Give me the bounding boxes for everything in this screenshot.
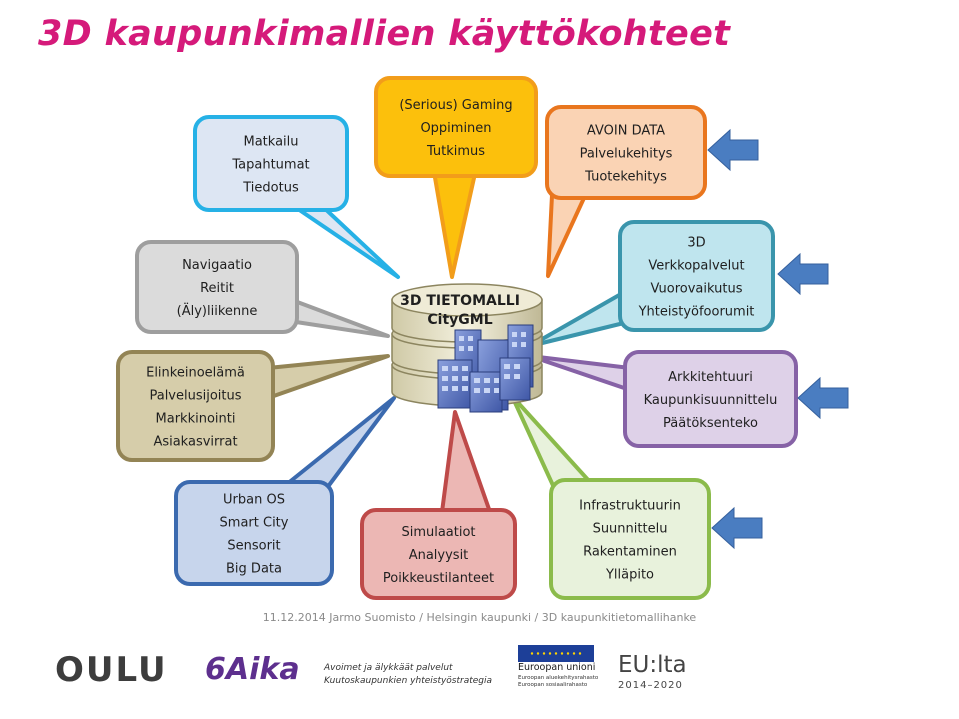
bubble-box bbox=[623, 350, 798, 448]
bubble-line: Verkkopalvelut bbox=[648, 259, 744, 274]
eu-fund-2: Euroopan sosiaalirahasto bbox=[518, 682, 588, 688]
left-arrow-icon bbox=[711, 506, 763, 550]
six-aika-logo: 6Aika bbox=[205, 652, 300, 687]
bubble-line: Smart City bbox=[220, 516, 289, 531]
bubble-line: Sensorit bbox=[227, 539, 280, 554]
bubble-tail bbox=[528, 288, 630, 348]
eu-flag-icon bbox=[518, 645, 594, 662]
arrow-avoin-data bbox=[707, 128, 759, 172]
arrow-infrastruktuuri bbox=[711, 506, 763, 550]
bubble-box bbox=[360, 508, 517, 600]
bubble-line: Poikkeustilanteet bbox=[383, 571, 494, 586]
bubble-line: Tuotekehitys bbox=[584, 170, 667, 185]
tagline-line-2: Kuutoskaupunkien yhteistyöstrategia bbox=[324, 676, 493, 686]
left-arrow-icon bbox=[707, 128, 759, 172]
bubble-line: (Äly)liikenne bbox=[177, 303, 258, 319]
bubble-line: (Serious) Gaming bbox=[399, 98, 512, 113]
bubble-line: Päätöksenteko bbox=[663, 416, 758, 431]
bubble-line: Elinkeinoelämä bbox=[146, 366, 245, 381]
bubble-box bbox=[549, 478, 711, 600]
bubble-line: AVOIN DATA bbox=[587, 124, 665, 139]
bubble-box bbox=[116, 350, 275, 462]
bubble-box bbox=[618, 220, 775, 332]
bubble-tail bbox=[510, 394, 592, 494]
bubble-tail bbox=[528, 354, 632, 392]
bubble-box bbox=[545, 105, 707, 200]
bubble-line: Palvelusijoitus bbox=[149, 389, 241, 404]
bubble-line: Simulaatiot bbox=[401, 525, 475, 540]
bubble-box bbox=[193, 115, 349, 212]
bubble-line: Infrastruktuurin bbox=[579, 499, 681, 514]
bubble-line: Kaupunkisuunnittelu bbox=[644, 393, 778, 408]
bubble-line: Big Data bbox=[226, 562, 282, 577]
footer-caption: 11.12.2014 Jarmo Suomisto / Helsingin ka… bbox=[262, 611, 697, 624]
bubble-line: 3D bbox=[687, 236, 705, 251]
bubble-line: Suunnittelu bbox=[593, 522, 668, 537]
center-subtitle: CityGML bbox=[427, 312, 492, 328]
bubble-tail bbox=[266, 354, 390, 400]
bubble-line: Ylläpito bbox=[605, 568, 654, 583]
oulu-logo: OULU bbox=[55, 650, 168, 690]
eu-fund-1: Euroopan aluekehitysrahasto bbox=[518, 675, 599, 681]
bubble-line: Reitit bbox=[200, 281, 234, 296]
eulta-logo: EU:lta bbox=[618, 652, 687, 678]
eu-name: Euroopan unioni bbox=[518, 662, 596, 673]
arrow-arkkitehtuuri bbox=[797, 376, 849, 420]
page-title: 3D kaupunkimallien käyttökohteet bbox=[38, 14, 731, 54]
bubble-line: Urban OS bbox=[223, 493, 285, 508]
bubble-line: Tiedotus bbox=[242, 181, 299, 196]
bubble-line: Analyysit bbox=[409, 548, 469, 563]
six-aika-tagline: Avoimet ja älykkäät palvelut Kuutoskaupu… bbox=[324, 662, 492, 688]
bubble-line: Oppiminen bbox=[420, 121, 491, 136]
bubble-tail bbox=[290, 298, 390, 338]
bubble-line: Tapahtumat bbox=[231, 158, 309, 173]
bubble-box bbox=[374, 76, 538, 178]
bubble-line: Yhteistyöfoorumit bbox=[638, 305, 755, 320]
tagline-line-1: Avoimet ja älykkäät palvelut bbox=[324, 663, 453, 673]
bubble-box bbox=[174, 480, 334, 586]
bubble-line: Arkkitehtuuri bbox=[668, 370, 753, 385]
bubble-line: Palvelukehitys bbox=[580, 147, 673, 162]
bubble-tail bbox=[440, 410, 492, 514]
bubble-line: Vuorovaikutus bbox=[651, 282, 743, 297]
bubble-box bbox=[135, 240, 299, 334]
arrow-verkkopalvelut bbox=[777, 252, 829, 296]
city-buildings-icon bbox=[437, 324, 534, 413]
left-arrow-icon bbox=[797, 376, 849, 420]
bubble-line: Tutkimus bbox=[426, 144, 485, 159]
bubble-line: Rakentaminen bbox=[583, 545, 677, 560]
eu-funds: Euroopan aluekehitysrahasto Euroopan sos… bbox=[518, 675, 608, 689]
eulta-years: 2014–2020 bbox=[618, 680, 683, 691]
center-title: 3D TIETOMALLI bbox=[400, 293, 520, 309]
bubble-line: Matkailu bbox=[243, 135, 298, 150]
bubble-line: Markkinointi bbox=[156, 412, 236, 427]
bubble-line: Asiakasvirrat bbox=[153, 435, 237, 450]
bubble-line: Navigaatio bbox=[182, 258, 252, 273]
left-arrow-icon bbox=[777, 252, 829, 296]
